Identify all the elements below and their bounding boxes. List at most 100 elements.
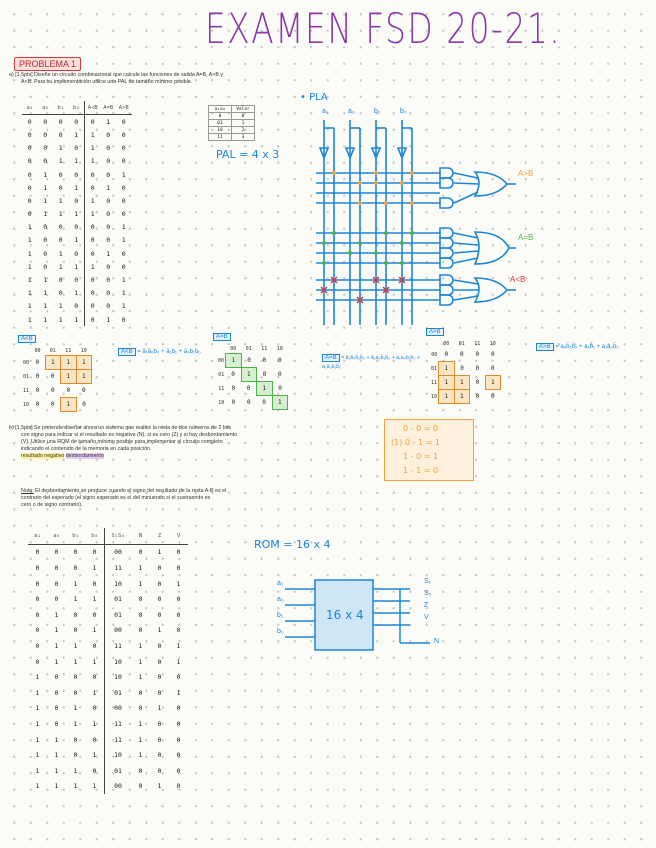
- kmap-row-label: 10: [218, 399, 225, 406]
- table-cell: 0: [138, 595, 143, 604]
- tt1-header: a₀: [41, 104, 49, 111]
- table-cell: 1: [43, 183, 48, 192]
- table-cell: 1: [73, 719, 78, 728]
- table-cell: 01: [104, 591, 131, 607]
- table-cell: 0: [106, 289, 111, 298]
- table-cell: 0: [58, 289, 63, 298]
- table-cell: 0: [106, 210, 111, 219]
- kmap-cell: 0: [490, 393, 495, 401]
- table-cell: 0: [121, 117, 126, 126]
- table-cell: 1: [27, 289, 32, 298]
- table-cell: 1: [35, 719, 40, 728]
- table-cell: 1: [84, 260, 101, 274]
- table-cell: 0: [106, 130, 111, 139]
- table-cell: 10: [104, 653, 131, 670]
- table-cell: 11: [104, 560, 131, 576]
- tt2-header: a₀: [53, 532, 60, 539]
- table-cell: 1: [157, 704, 162, 713]
- table-cell: 0: [84, 181, 101, 195]
- table-cell: 1: [92, 657, 97, 666]
- kmap-label: A=B: [213, 333, 231, 341]
- kmap-eq-expression: = ā₁ā₀b̄₁b̄₀ + ā₁a₀b̄₁b₀ + a₁a₀b₁b₀ + a₁…: [322, 355, 420, 370]
- table-cell: 1: [106, 183, 111, 192]
- table-cell: 0: [157, 563, 162, 572]
- tt1-header: A>B: [118, 104, 129, 111]
- table-cell: 1: [54, 626, 59, 635]
- table-cell: 0: [43, 262, 48, 271]
- table-cell: 1: [43, 170, 48, 179]
- table-cell: 0: [54, 563, 59, 572]
- table-cell: 0: [35, 641, 40, 650]
- kmap-row-label: 01: [23, 373, 30, 380]
- table-cell: 0: [43, 223, 48, 232]
- table-cell: 0: [43, 117, 48, 126]
- table-cell: 0: [106, 223, 111, 232]
- mini-header: Valor: [231, 105, 255, 113]
- table-cell: 1: [43, 289, 48, 298]
- table-cell: 1: [74, 289, 79, 298]
- kmap-cell: 1: [453, 375, 471, 390]
- kmap-eq-expression: = a₀b̄₁b̄₀ + a₁b̄₁ + a₁a₀b̄₀: [555, 344, 619, 350]
- kmap-cell: 0: [262, 370, 267, 378]
- table-cell: 0: [106, 170, 111, 179]
- table-cell: 0: [54, 548, 59, 557]
- tt1-header: A=B: [103, 104, 114, 111]
- table-cell: 0: [157, 766, 162, 775]
- kmap-row-label: 11: [218, 385, 225, 392]
- part-b-statement: b) [1,5pts] Se pretende diseñar ahora un…: [9, 425, 379, 460]
- table-cell: 1: [92, 782, 97, 791]
- table-cell: 1: [54, 751, 59, 760]
- kmap-col-label: 00: [443, 341, 450, 347]
- kmap-cell: 1: [60, 397, 77, 412]
- table-cell: 0: [27, 157, 32, 166]
- table-cell: 0: [176, 595, 181, 604]
- kmap-eq-expression: = ā₁ā₀b₀ + ā₁b₁ + ā₀b₁b₀: [137, 349, 201, 355]
- kmap-eq-label: A>B: [536, 343, 554, 351]
- table-cell: 1: [74, 236, 79, 245]
- table-cell: 0: [157, 719, 162, 728]
- table-cell: 1: [73, 782, 78, 791]
- kmap-cell: 0: [475, 379, 480, 386]
- table-cell: 0: [74, 170, 79, 179]
- table-cell: 11: [104, 731, 131, 748]
- rule-4: 1 - 1 = 0: [403, 466, 439, 475]
- highlight-negative: resultado negativo: [21, 453, 65, 459]
- tt1-header: A<B: [84, 101, 101, 115]
- tt1-header: a₁: [26, 104, 34, 111]
- table-cell: 1: [231, 119, 255, 127]
- table-cell: 1: [92, 563, 97, 572]
- tt2-header: b₁: [72, 532, 79, 539]
- kmap-cell: 0: [490, 364, 495, 372]
- table-cell: 1: [54, 657, 59, 666]
- kmap-cell: 0: [50, 373, 55, 381]
- table-cell: 0: [73, 751, 78, 760]
- table-cell: 0: [92, 579, 97, 588]
- kmap-cell: 0: [246, 399, 251, 406]
- table-cell: 1: [54, 782, 59, 791]
- table-cell: 1: [58, 249, 63, 258]
- kmap-cell: 1: [44, 355, 62, 370]
- kmap-label: A>B: [426, 328, 444, 336]
- table-cell: 1: [74, 130, 79, 139]
- part-b-line2: con signo para indicar si el resultado e…: [21, 432, 238, 438]
- table-cell: 0: [35, 563, 40, 572]
- table-cell: 0: [43, 236, 48, 245]
- kmap-row-label: 01: [218, 371, 225, 378]
- pla-input-a1: a₁: [322, 108, 329, 115]
- table-cell: 0: [73, 610, 78, 619]
- kmap-row-label: 01: [431, 365, 438, 372]
- kmap-col-label: 11: [474, 341, 481, 347]
- table-cell: 1: [35, 704, 40, 713]
- table-cell: 0: [92, 735, 97, 744]
- table-cell: 1: [121, 289, 126, 298]
- table-cell: 0: [176, 563, 181, 572]
- table-cell: 1: [157, 548, 162, 557]
- table-cell: 0: [35, 610, 40, 619]
